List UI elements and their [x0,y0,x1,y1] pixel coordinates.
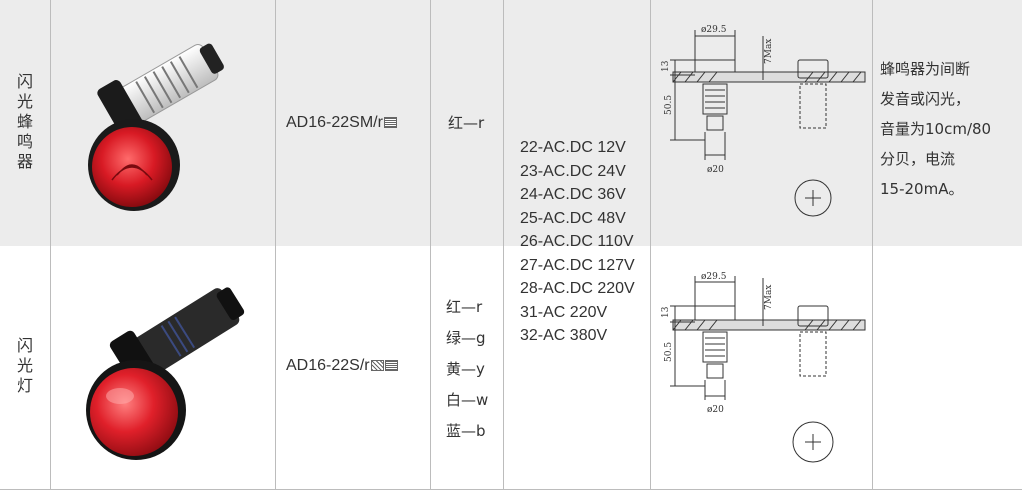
lamp-product-photo [86,287,245,460]
row-lamp-background [0,246,1022,490]
svg-text:13: 13 [661,60,671,72]
color-option: 黄—y [446,360,485,378]
color-option: 红—r [448,114,485,132]
svg-text:50.5: 50.5 [664,342,674,362]
description-line: 音量为10cm/80 [880,120,992,138]
svg-text:ø29.5: ø29.5 [701,25,727,35]
svg-text:ø20: ø20 [707,405,724,415]
voltage-item: 28-AC.DC 220V [520,280,635,297]
row-name-buzzer: 闪光蜂鸣器 [13,72,37,172]
description-line: 15-20mA。 [880,180,964,198]
row-name-char: 光 [16,356,33,375]
svg-text:ø20: ø20 [707,165,724,175]
column-divider [275,0,276,490]
hatch-swatch-icon [383,117,397,128]
svg-text:50.5: 50.5 [664,95,674,115]
color-option: 红—r [446,298,483,316]
column-divider [872,0,873,490]
description-line: 分贝，电流 [880,150,956,168]
color-option: 绿—g [446,329,486,347]
hatch-swatch-icon [370,360,384,371]
voltage-item: 24-AC.DC 36V [520,186,626,203]
voltage-item: 22-AC.DC 12V [520,139,626,156]
row-name-char: 光 [16,92,33,111]
column-divider [430,0,431,490]
row-name-lamp: 闪光灯 [13,336,37,396]
column-divider [650,0,651,490]
svg-text:ø29.5: ø29.5 [701,272,727,282]
hatch-swatch-icon [384,360,398,371]
color-option: 蓝—b [446,422,486,440]
voltage-list: 22-AC.DC 12V 23-AC.DC 24V 24-AC.DC 36V 2… [520,136,635,348]
row-name-char: 器 [16,152,33,171]
buzzer-description: 蜂鸣器为间断 发音或闪光， 音量为10cm/80 分贝，电流 15-20mA。 [880,54,1018,204]
description-line: 蜂鸣器为间断 [880,60,971,78]
buzzer-product-photo [88,43,224,211]
row-name-char: 灯 [16,376,33,395]
svg-text:13: 13 [661,306,671,318]
voltage-item: 26-AC.DC 110V [520,233,634,250]
voltage-item: 23-AC.DC 24V [520,162,626,180]
colors-buzzer: 红—r [448,108,484,139]
description-line: 发音或闪光， [880,90,971,108]
colors-lamp: 红—r 绿—g 黄—y 白—w 蓝—b [446,292,488,447]
color-option: 白—w [446,391,489,409]
row-name-char: 鸣 [16,132,33,151]
column-divider [50,0,51,490]
dimension-drawing-buzzer: ø29.5 13 50.5 ø20 7Max [661,25,866,217]
voltage-item: 31-AC 220V [520,303,608,321]
voltage-item: 27-AC.DC 127V [520,256,635,274]
model-lamp: AD16-22S/r [286,357,398,375]
row-name-char: 蜂 [16,112,33,131]
row-name-char: 闪 [16,72,33,91]
dimension-drawing-lamp: ø29.5 13 50.5 ø20 7Max [661,272,866,463]
row-buzzer-background [0,0,1022,246]
svg-text:7Max: 7Max [764,39,774,64]
model-buzzer: AD16-22SM/r [286,114,397,132]
column-divider [503,0,504,490]
svg-text:7Max: 7Max [764,285,774,310]
voltage-item: 25-AC.DC 48V [520,209,626,227]
row-name-char: 闪 [16,336,33,355]
voltage-item: 32-AC 380V [520,327,608,344]
